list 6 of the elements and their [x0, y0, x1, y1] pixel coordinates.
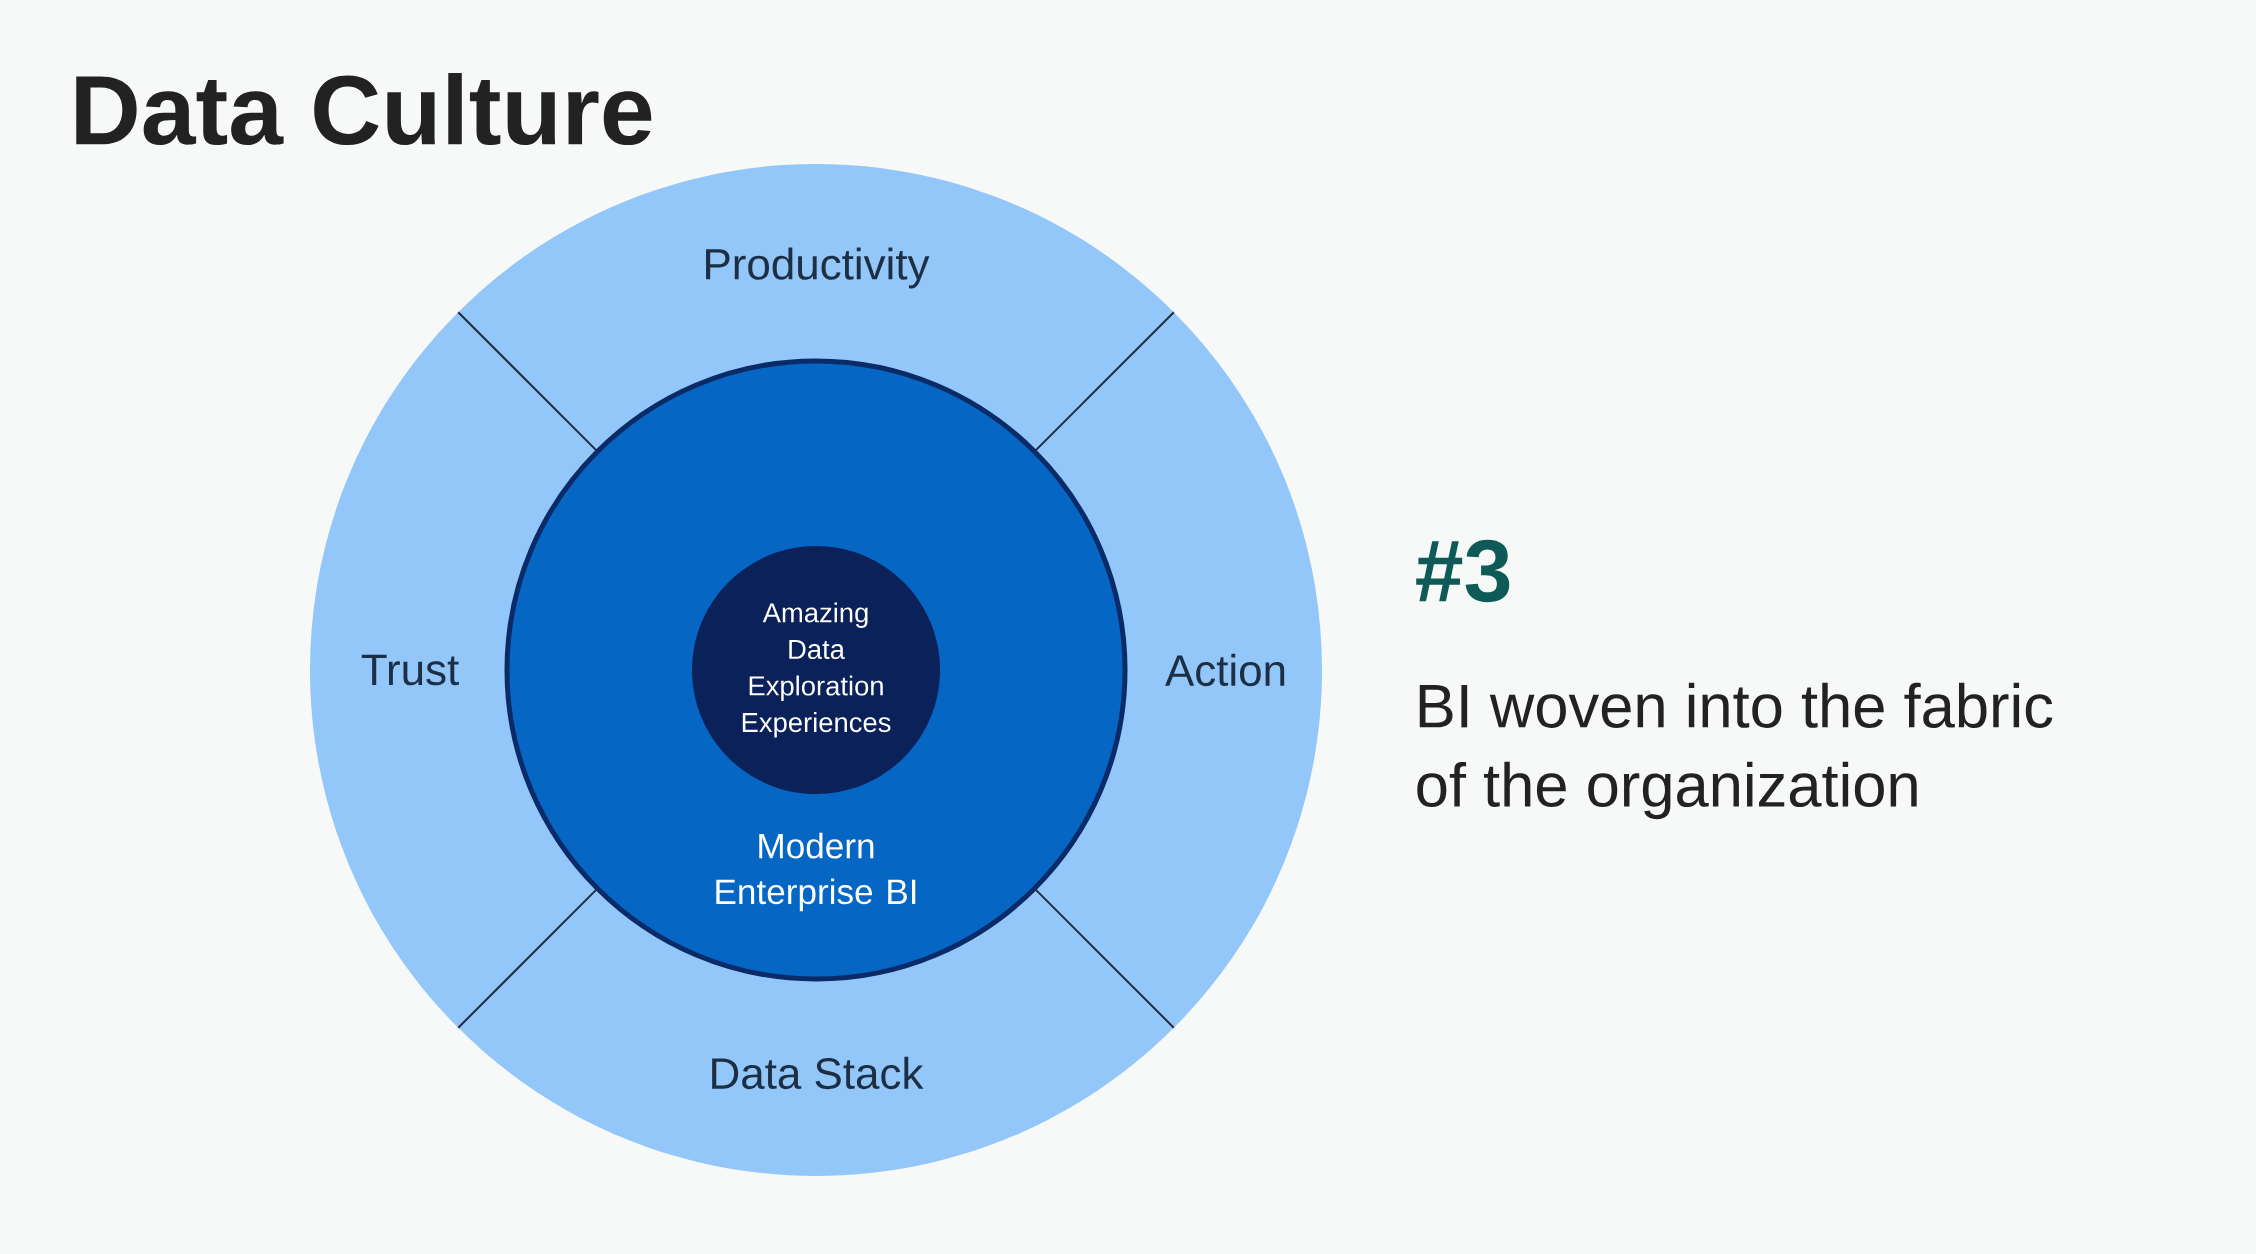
- ring-segment: Action: [1034, 312, 1322, 1028]
- ring-segment: Trust: [310, 312, 598, 1028]
- description-text: BI woven into the fabric of the organization: [1417, 682, 2053, 820]
- ring-segment: Productivity: [458, 164, 1174, 452]
- number-heading: #3: [1416, 539, 1510, 603]
- slide-title: Data Culture: [76, 72, 652, 146]
